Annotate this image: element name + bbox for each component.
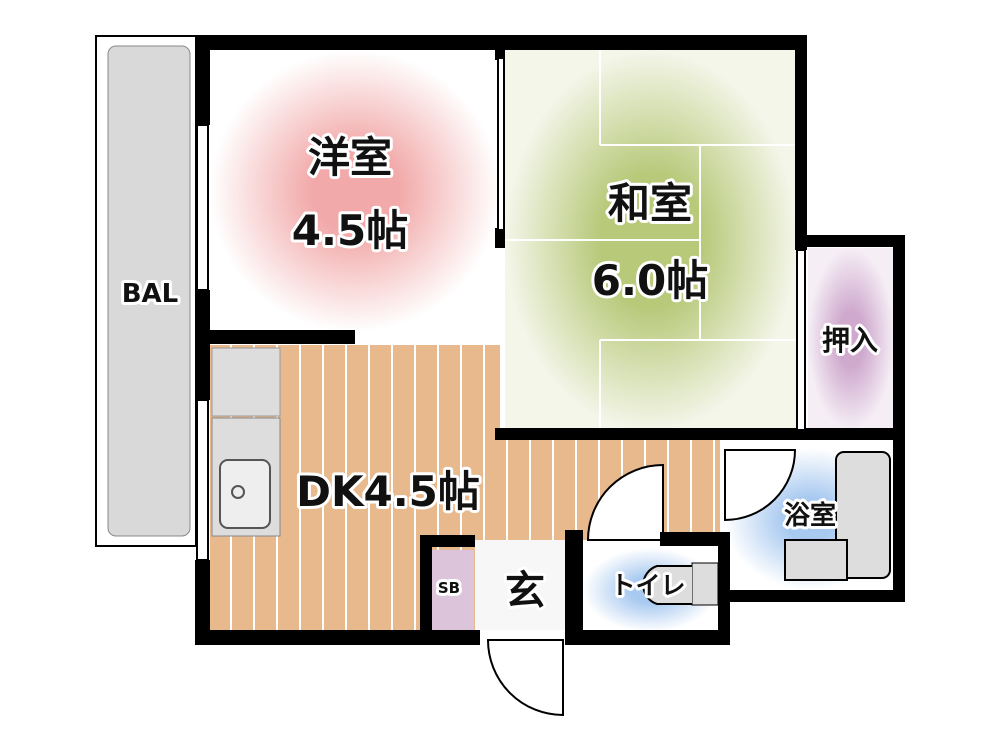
closet-label: 押入 xyxy=(822,324,878,357)
entrance xyxy=(475,540,570,630)
japanese-room-name: 和室 xyxy=(608,179,692,228)
bath-label: 浴室 xyxy=(784,500,836,531)
entrance-label: 玄 xyxy=(505,568,545,614)
western-room xyxy=(210,50,500,332)
balcony xyxy=(95,35,197,547)
doors xyxy=(486,463,664,717)
closet xyxy=(808,248,894,430)
windows xyxy=(196,57,806,561)
japanese-room xyxy=(505,50,797,432)
toilet-room xyxy=(583,548,719,632)
western-room-name: 洋室 xyxy=(308,133,392,182)
dining-kitchen xyxy=(210,345,720,630)
toilet-label: トイレ xyxy=(610,571,685,600)
bathroom xyxy=(724,448,895,590)
japanese-room-size: 6.0帖 xyxy=(592,256,708,305)
dk-label: DK4.5帖 xyxy=(296,467,480,516)
shoe-box-label: SB xyxy=(438,579,460,597)
western-room-size: 4.5帖 xyxy=(292,206,408,255)
balcony-label: BAL xyxy=(122,279,179,309)
shoe-box xyxy=(432,550,474,630)
